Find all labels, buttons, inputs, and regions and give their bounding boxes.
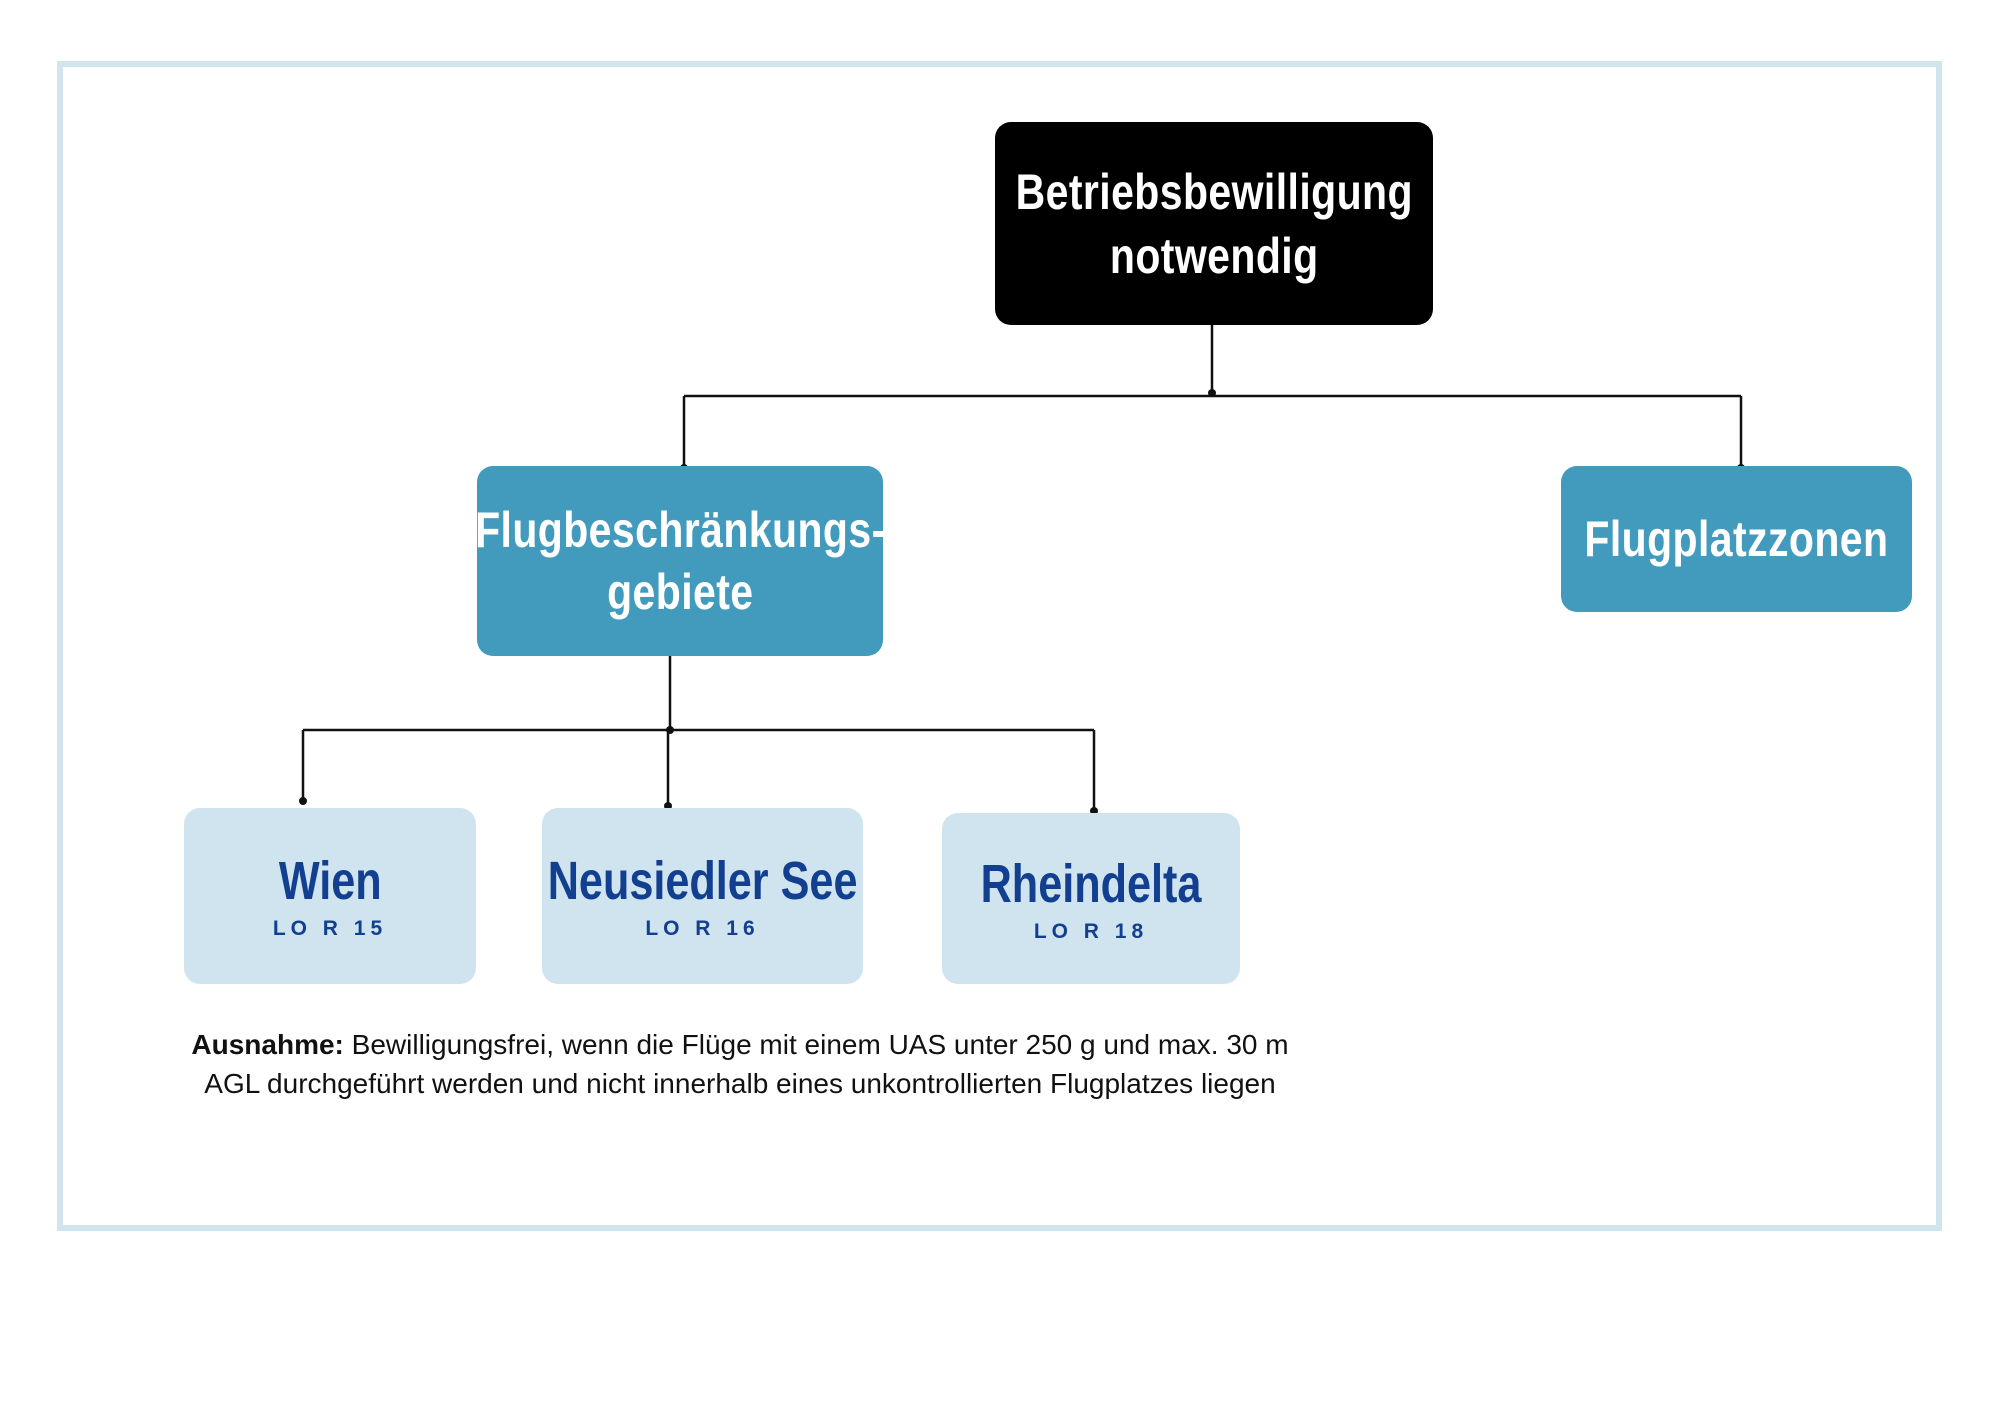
node-root-line1: Betriebsbewilligung [1015,163,1413,220]
connector-dot [666,726,674,734]
exception-note-lead: Ausnahme: [191,1029,344,1060]
node-flugplatzzonen: Flugplatzzonen [1561,466,1912,612]
diagram-frame [57,61,1942,1231]
node-wien: Wien LO R 15 [184,808,476,984]
leaf-code: LO R 16 [645,917,760,940]
leaf-title: Wien [278,851,382,911]
exception-note-text2: AGL durchgeführt werden und nicht innerh… [204,1068,1276,1099]
connector-dot [299,797,307,805]
leaf-title: Neusiedler See [547,851,858,911]
leaf-code: LO R 18 [1033,919,1149,943]
node-flugplatz-label: Flugplatzzonen [1584,511,1889,567]
leaf-code: LO R 15 [272,917,388,940]
node-root-line2: notwendig [1109,227,1319,284]
node-restr-line1: Flugbeschränkungs- [474,502,886,558]
leaf-title: Rheindelta [980,853,1202,914]
exception-note: Ausnahme: Bewilligungsfrei, wenn die Flü… [140,1025,1340,1103]
node-flugbeschraenkungsgebiete: Flugbeschränkungs- gebiete [474,466,886,656]
node-betriebsbewilligung: Betriebsbewilligung notwendig [995,122,1433,325]
node-rheindelta: Rheindelta LO R 18 [942,813,1240,984]
node-neusiedler-see: Neusiedler See LO R 16 [542,808,863,984]
node-restr-line2: gebiete [606,564,754,620]
exception-note-text: Bewilligungsfrei, wenn die Flüge mit ein… [351,1029,1289,1060]
connector-dot [1208,389,1216,397]
